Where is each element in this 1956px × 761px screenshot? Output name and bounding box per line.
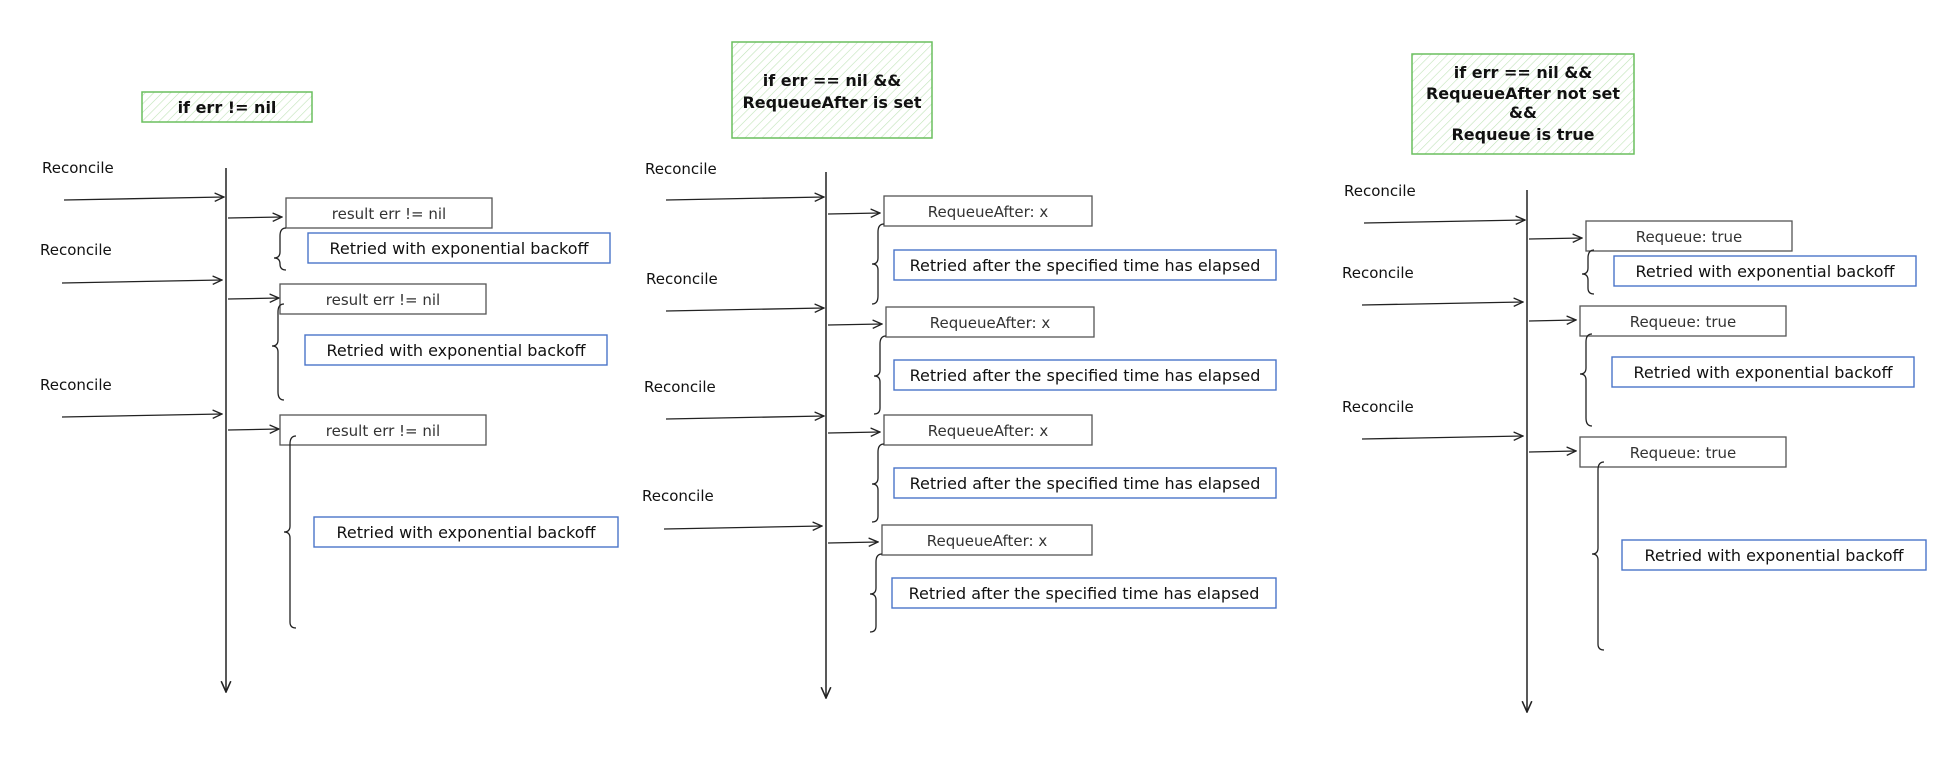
- reconcile-arrow: [665, 416, 824, 419]
- column-requeue-after: if err == nil && RequeueAfter is set Rec…: [642, 41, 1277, 698]
- brace: [1581, 249, 1595, 295]
- result-box: result err != nil: [279, 283, 487, 315]
- brace: [283, 435, 297, 629]
- reconcile-label: Reconcile: [644, 378, 716, 396]
- reconcile-arrow: [665, 308, 824, 311]
- result-arrow: [827, 213, 880, 214]
- reconcile-arrow: [1361, 436, 1523, 439]
- brace: [871, 443, 885, 523]
- result-arrow: [1528, 320, 1576, 321]
- reconcile-label: Reconcile: [1344, 182, 1416, 200]
- reconcile-arrow: [665, 197, 824, 200]
- brace: [873, 335, 887, 415]
- header-line: if err == nil &&: [1454, 63, 1592, 82]
- header-line: RequeueAfter not set: [1426, 84, 1620, 103]
- retry-box: Retried with exponential backoff: [313, 516, 619, 548]
- header-box: if err == nil && RequeueAfter is set: [731, 41, 933, 139]
- reconcile-label: Reconcile: [1342, 264, 1414, 282]
- result-box: result err != nil: [279, 414, 487, 446]
- retry-box: Retried after the specified time has ela…: [893, 467, 1277, 499]
- reconcile-label: Reconcile: [646, 270, 718, 288]
- column-err-not-nil: if err != nil Reconcile Reconcile Reconc…: [40, 91, 619, 692]
- result-arrow: [827, 542, 878, 543]
- result-box: RequeueAfter: x: [883, 195, 1093, 227]
- result-box: RequeueAfter: x: [881, 524, 1093, 556]
- result-text: result err != nil: [332, 205, 446, 223]
- reconcile-label: Reconcile: [40, 241, 112, 259]
- header-line: Requeue is true: [1451, 125, 1594, 144]
- header-line: &&: [1509, 103, 1537, 122]
- reconcile-arrow: [1361, 302, 1523, 305]
- header-line: if err != nil: [178, 98, 277, 117]
- retry-text: Retried with exponential backoff: [326, 341, 586, 360]
- reconcile-arrow: [63, 197, 224, 200]
- result-text: result err != nil: [326, 422, 440, 440]
- result-box: Requeue: true: [1579, 305, 1787, 337]
- reconcile-arrow: [61, 280, 222, 283]
- reconcile-arrow: [663, 526, 822, 529]
- result-text: Requeue: true: [1636, 228, 1743, 246]
- result-text: Requeue: true: [1630, 313, 1737, 331]
- reconcile-label: Reconcile: [42, 159, 114, 177]
- brace: [1579, 333, 1593, 427]
- brace: [271, 303, 285, 401]
- result-arrow: [227, 298, 279, 299]
- result-text: result err != nil: [326, 291, 440, 309]
- retry-text: Retried with exponential backoff: [1633, 363, 1893, 382]
- result-box: Requeue: true: [1585, 220, 1793, 252]
- retry-box: Retried with exponential backoff: [304, 334, 608, 366]
- result-text: RequeueAfter: x: [928, 203, 1049, 221]
- result-arrow: [1528, 451, 1576, 452]
- retry-text: Retried after the specified time has ela…: [910, 366, 1261, 385]
- result-arrow: [227, 217, 282, 218]
- result-text: RequeueAfter: x: [927, 532, 1048, 550]
- result-arrow: [1528, 238, 1582, 239]
- result-arrow: [827, 432, 880, 433]
- retry-text: Retried after the specified time has ela…: [910, 256, 1261, 275]
- column-requeue-true: if err == nil && RequeueAfter not set &&…: [1342, 53, 1927, 712]
- retry-box: Retried with exponential backoff: [1621, 539, 1927, 571]
- retry-text: Retried after the specified time has ela…: [910, 474, 1261, 493]
- reconcile-label: Reconcile: [1342, 398, 1414, 416]
- result-text: RequeueAfter: x: [928, 422, 1049, 440]
- result-box: RequeueAfter: x: [885, 306, 1095, 338]
- retry-text: Retried with exponential backoff: [1644, 546, 1904, 565]
- brace: [1591, 461, 1605, 651]
- retry-box: Retried after the specified time has ela…: [893, 249, 1277, 281]
- retry-box: Retried with exponential backoff: [307, 232, 611, 264]
- result-box: Requeue: true: [1579, 436, 1787, 468]
- result-arrow: [227, 429, 279, 430]
- retry-box: Retried with exponential backoff: [1613, 255, 1917, 287]
- brace: [869, 553, 883, 633]
- retry-box: Retried with exponential backoff: [1611, 356, 1915, 388]
- retry-text: Retried with exponential backoff: [1635, 262, 1895, 281]
- result-text: Requeue: true: [1630, 444, 1737, 462]
- brace: [871, 223, 885, 305]
- result-text: RequeueAfter: x: [930, 314, 1051, 332]
- reconcile-arrow: [1363, 220, 1525, 223]
- brace: [273, 227, 287, 271]
- header-box: if err != nil: [141, 91, 313, 123]
- reconcile-label: Reconcile: [645, 160, 717, 178]
- retry-text: Retried with exponential backoff: [336, 523, 596, 542]
- reconcile-label: Reconcile: [642, 487, 714, 505]
- result-arrow: [827, 324, 882, 325]
- header-box: if err == nil && RequeueAfter not set &&…: [1411, 53, 1635, 155]
- retry-box: Retried after the specified time has ela…: [891, 577, 1277, 609]
- retry-text: Retried after the specified time has ela…: [909, 584, 1260, 603]
- header-line: RequeueAfter is set: [742, 93, 921, 112]
- result-box: result err != nil: [285, 197, 493, 229]
- header-line: if err == nil &&: [763, 71, 901, 90]
- reconcile-label: Reconcile: [40, 376, 112, 394]
- reconcile-arrow: [61, 414, 222, 417]
- retry-box: Retried after the specified time has ela…: [893, 359, 1277, 391]
- result-box: RequeueAfter: x: [883, 414, 1093, 446]
- retry-text: Retried with exponential backoff: [329, 239, 589, 258]
